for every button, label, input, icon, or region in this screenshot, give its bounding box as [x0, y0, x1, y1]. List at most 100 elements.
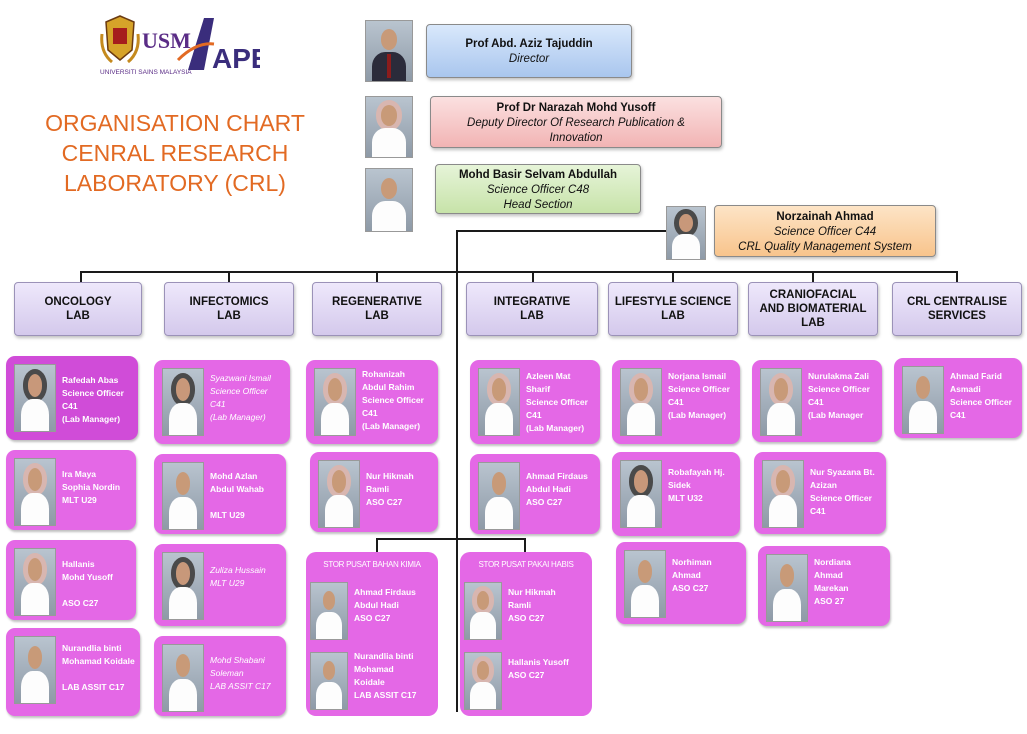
title-line: CENRAL RESEARCH [61, 140, 289, 166]
head-section-role2: Head Section [503, 199, 573, 211]
connector-line [672, 271, 674, 283]
staff-photo [14, 636, 56, 704]
staff-text: Nur Hikmah Ramli ASO C27 [508, 587, 556, 623]
staff-text: Ahmad Firdaus Abdul Hadi ASO C27 [354, 587, 416, 623]
staff-card: Rafedah Abas Science Officer C41 (Lab Ma… [6, 356, 138, 440]
svg-text:USM: USM [142, 28, 191, 53]
lab-oncology: ONCOLOGY LAB [14, 282, 142, 336]
qms-box: Norzainah Ahmad Science Officer C44 CRL … [714, 205, 936, 257]
staff-card: Rohanizah Abdul Rahim Science Officer C4… [306, 360, 438, 444]
staff-photo [478, 368, 520, 436]
staff-text: Nurulakma Zali Science Officer C41 (Lab … [808, 371, 870, 420]
staff-text: Nur Syazana Bt. Azizan Science Officer C… [810, 467, 875, 516]
staff-card: Ira Maya Sophia Nordin MLT U29 [6, 450, 136, 530]
connector-line [80, 271, 957, 273]
deputy-director-role: Deputy Director Of Research Publication … [467, 117, 685, 144]
staff-card: Nur Syazana Bt. Azizan Science Officer C… [754, 452, 886, 534]
staff-text: Mohd Shabani Soleman LAB ASSIT C17 [210, 655, 271, 691]
lab-crl-centralise: CRL CENTRALISE SERVICES [892, 282, 1022, 336]
staff-photo [14, 364, 56, 432]
qms-officer-photo [666, 206, 706, 260]
staff-card: Hallanis Mohd Yusoff ASO C27 [6, 540, 136, 620]
usm-apex-logo: USM UNIVERSITI SAINS MALAYSIA APEX [100, 12, 289, 77]
store-member: Ahmad Firdaus Abdul Hadi ASO C27 [306, 582, 438, 642]
staff-text: Norhiman Ahmad ASO C27 [672, 557, 712, 593]
connector-line [524, 538, 526, 552]
staff-text: Nur Hikmah Ramli ASO C27 [366, 471, 414, 507]
director-name: Prof Abd. Aziz Tajuddin [465, 38, 593, 50]
connector-line [532, 271, 534, 283]
staff-photo [760, 368, 802, 436]
deputy-director-box: Prof Dr Narazah Mohd Yusoff Deputy Direc… [430, 96, 722, 148]
staff-text: Hallanis Yusoff ASO C27 [508, 657, 569, 680]
staff-card: Robafayah Hj. Sidek MLT U32 [612, 452, 740, 536]
connector-line [456, 230, 686, 232]
staff-card: Mohd Azlan Abdul Wahab MLT U29 [154, 454, 286, 534]
store-member: Nurandlia binti Mohamad Koidale LAB ASSI… [306, 651, 438, 712]
staff-card: Azleen Mat Sharif Science Officer C41 (L… [470, 360, 600, 444]
staff-text: Nurandlia binti Mohamad Koidale LAB ASSI… [62, 643, 135, 692]
qms-role2: CRL Quality Management System [738, 241, 912, 253]
staff-photo [902, 366, 944, 434]
svg-text:UNIVERSITI SAINS MALAYSIA: UNIVERSITI SAINS MALAYSIA [100, 69, 192, 76]
lab-regenerative: REGENERATIVE LAB [312, 282, 442, 336]
staff-text: Nurandlia binti Mohamad Koidale LAB ASSI… [354, 651, 417, 700]
staff-photo [314, 368, 356, 436]
staff-card: Syazwani Ismail Science Officer C41 (Lab… [154, 360, 290, 444]
staff-card: Mohd Shabani Soleman LAB ASSIT C17 [154, 636, 286, 716]
store-title: STOR PUSAT PAKAI HABIS [478, 560, 574, 569]
staff-photo [766, 554, 808, 622]
deputy-director-name: Prof Dr Narazah Mohd Yusoff [496, 102, 656, 114]
staff-card: Zuliza Hussain MLT U29 [154, 544, 286, 626]
lab-craniofacial: CRANIOFACIAL AND BIOMATERIAL LAB [748, 282, 878, 336]
lab-integrative: INTEGRATIVE LAB [466, 282, 598, 336]
connector-line [376, 271, 378, 283]
staff-photo [162, 552, 204, 620]
store-title: STOR PUSAT BAHAN KIMIA [323, 560, 421, 569]
staff-text: Hallanis Mohd Yusoff ASO C27 [62, 559, 113, 608]
store-bahan-kimia: STOR PUSAT BAHAN KIMIA Ahmad Firdaus Abd… [306, 552, 438, 716]
connector-line [812, 271, 814, 283]
staff-photo [162, 368, 204, 436]
head-section-photo [365, 168, 413, 232]
staff-photo [478, 462, 520, 530]
lab-lifestyle-science: LIFESTYLE SCIENCE LAB [608, 282, 738, 336]
staff-card: Nurandlia binti Mohamad Koidale LAB ASSI… [6, 628, 140, 716]
qms-name: Norzainah Ahmad [776, 211, 874, 223]
staff-card: Norhiman Ahmad ASO C27 [616, 542, 746, 624]
store-pakai-habis: STOR PUSAT PAKAI HABIS Nur Hikmah Ramli … [460, 552, 592, 716]
staff-photo [162, 462, 204, 530]
connector-line [456, 230, 458, 712]
store-member: Hallanis Yusoff ASO C27 [460, 652, 592, 712]
staff-text: Norjana Ismail Science Officer C41 (Lab … [668, 371, 730, 420]
director-box: Prof Abd. Aziz Tajuddin Director [426, 24, 632, 78]
staff-text: Rafedah Abas Science Officer C41 (Lab Ma… [62, 375, 124, 424]
staff-card: Nurulakma Zali Science Officer C41 (Lab … [752, 360, 882, 442]
deputy-director-photo [365, 96, 413, 158]
head-section-box: Mohd Basir Selvam Abdullah Science Offic… [435, 164, 641, 214]
staff-text: Azleen Mat Sharif Science Officer C41 (L… [526, 371, 588, 433]
head-section-role: Science Officer C48 [486, 184, 590, 196]
svg-text:APEX: APEX [212, 43, 260, 74]
store-member: Nur Hikmah Ramli ASO C27 [460, 582, 592, 642]
staff-card: Nur Hikmah Ramli ASO C27 [310, 452, 438, 532]
page-title: ORGANISATION CHART CENRAL RESEARCH LABOR… [40, 108, 310, 198]
staff-photo [318, 460, 360, 528]
staff-text: Mohd Azlan Abdul Wahab MLT U29 [210, 471, 264, 520]
staff-card: Nordiana Ahmad Marekan ASO 27 [758, 546, 890, 626]
connector-line [80, 271, 82, 283]
staff-card: Ahmad Farid Asmadi Science Officer C41 [894, 358, 1022, 438]
connector-line [228, 271, 230, 283]
lab-infectomics: INFECTOMICS LAB [164, 282, 294, 336]
staff-photo [762, 460, 804, 528]
staff-text: Ahmad Farid Asmadi Science Officer C41 [950, 371, 1012, 420]
staff-card: Norjana Ismail Science Officer C41 (Lab … [612, 360, 740, 444]
staff-photo [624, 550, 666, 618]
staff-text: Robafayah Hj. Sidek MLT U32 [668, 467, 725, 503]
qms-role: Science Officer C44 [773, 226, 877, 238]
staff-photo [162, 644, 204, 712]
staff-card: Ahmad Firdaus Abdul Hadi ASO C27 [470, 454, 600, 534]
staff-text: Syazwani Ismail Science Officer C41 (Lab… [210, 373, 271, 422]
staff-text: Zuliza Hussain MLT U29 [210, 565, 266, 588]
director-role: Director [508, 53, 550, 65]
